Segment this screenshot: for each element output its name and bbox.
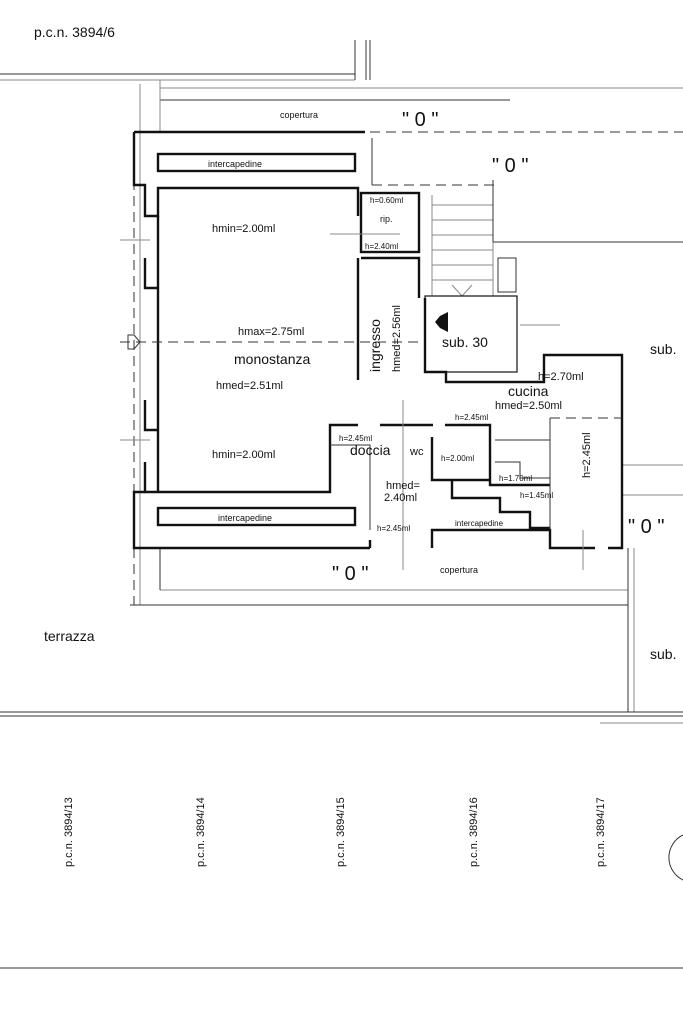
zero-marker: " 0 " (332, 563, 368, 585)
copertura-label-top: copertura (280, 110, 318, 120)
parcel-label: p.c.n. 3894/14 (195, 797, 207, 867)
ingresso-room-name: ingresso (367, 319, 383, 372)
rip-h-top: h=0.60ml (370, 196, 403, 205)
parcel-label: p.c.n. 3894/17 (595, 797, 607, 867)
sub30-label: sub. 30 (442, 334, 488, 350)
intercapedine-label: intercapedine (218, 513, 272, 523)
monostanza-hmed: hmed=2.51ml (216, 380, 283, 392)
monostanza-hmin-top: hmin=2.00ml (212, 223, 275, 235)
ingresso-hmed: hmed=2.56ml (391, 305, 403, 372)
rip-h-bottom: h=2.40ml (365, 242, 398, 251)
cucina-h-step1: h=1.70ml (499, 474, 532, 483)
zero-marker: " 0 " (628, 516, 664, 538)
cucina-hmed: hmed=2.50ml (495, 400, 562, 412)
monostanza-room-name: monostanza (234, 351, 310, 367)
bath-hmed-value: 2.40ml (384, 492, 417, 504)
doccia-h: h=2.45ml (339, 434, 372, 443)
cucina-h-step2: h=1.45ml (520, 491, 553, 500)
intercapedine-label: intercapedine (208, 159, 262, 169)
sub-label-right: sub. (650, 341, 676, 357)
site-boundaries (0, 40, 683, 969)
staircase (370, 131, 683, 297)
wc-room-name: wc (409, 446, 424, 458)
monostanza-hmin-bottom: hmin=2.00ml (212, 449, 275, 461)
cucina-h: h=2.70ml (538, 371, 584, 383)
zero-marker: " 0 " (492, 155, 528, 177)
monostanza-hmax: hmax=2.75ml (238, 326, 304, 338)
entrance-arrow-icon (435, 312, 448, 332)
cucina-h-door: h=2.45ml (455, 413, 488, 422)
parcel-label: p.c.n. 3894/13 (63, 797, 75, 867)
walls (132, 130, 624, 550)
doccia-room-name: doccia (350, 442, 391, 458)
intercapedine-label-small: intercapedine (455, 519, 504, 528)
bath-h-bottom: h=2.45ml (377, 524, 410, 533)
copertura-label-bottom: copertura (440, 565, 478, 575)
parcel-label: p.c.n. 3894/16 (468, 797, 480, 867)
parcel-label-top: p.c.n. 3894/6 (34, 24, 115, 40)
rip-room-name: rip. (380, 214, 393, 224)
sub-label-right: sub. (650, 646, 676, 662)
bath-hmed-label: hmed= (386, 480, 420, 492)
zero-marker: " 0 " (402, 109, 438, 131)
orientation-arrow-icon (127, 334, 141, 350)
terrazza-label: terrazza (44, 628, 95, 644)
wc-h: h=2.00ml (441, 454, 474, 463)
cucina-h-side: h=2.45ml (581, 432, 593, 478)
parcel-label: p.c.n. 3894/15 (335, 797, 347, 867)
cucina-room-name: cucina (508, 383, 549, 399)
axis-lines (120, 233, 584, 570)
